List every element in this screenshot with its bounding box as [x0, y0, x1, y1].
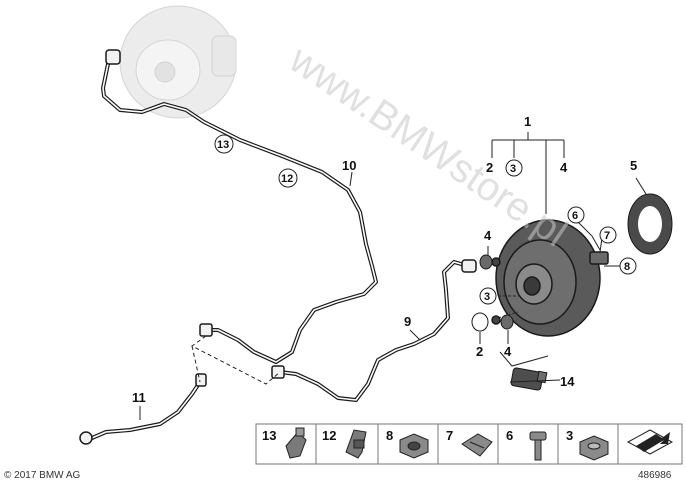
callout-6: 6: [572, 210, 578, 222]
callout-13-circle: [214, 134, 234, 154]
legend-item-3: 3: [566, 428, 573, 443]
nut-3-icon: [579, 435, 609, 461]
callout-4: 4: [560, 160, 568, 175]
callout-7: 7: [604, 230, 610, 242]
parts-legend: 13 12 8 7 6 3: [255, 423, 683, 465]
callout-8-circle: [619, 257, 637, 275]
leader-lines: [139, 132, 647, 420]
vacuum-hose-11: [90, 380, 202, 440]
callout-4-upper: 4: [484, 228, 492, 243]
nut-8-icon: [399, 433, 429, 459]
callout-3-lower: 3: [484, 291, 490, 303]
vacuum-hose-9-inner: [279, 261, 469, 401]
nut-4-lower: [500, 314, 514, 330]
callout-3: 3: [510, 163, 516, 175]
callout-3-circle: [505, 159, 523, 177]
callout-3b-circle: [479, 287, 497, 305]
legend-item-7: 7: [446, 428, 453, 443]
callout-9: 9: [404, 314, 411, 329]
callout-1: 1: [524, 114, 531, 129]
arrow-direction-icon: [626, 429, 674, 455]
ghost-booster-drawing: [119, 5, 237, 119]
callout-8: 8: [624, 261, 630, 273]
connection-dashes: [191, 335, 281, 385]
callout-12-circle: [278, 168, 298, 188]
watermark: www.BMWstore.pl: [281, 37, 575, 255]
callout-2-lower: 2: [476, 344, 483, 359]
callout-2: 2: [486, 160, 493, 175]
clip-13-icon: [285, 427, 307, 459]
callout-13: 13: [217, 139, 229, 151]
callout-11: 11: [132, 390, 146, 405]
brake-booster: [491, 219, 609, 337]
clip-7-icon: [461, 433, 493, 457]
legend-item-6: 6: [506, 428, 513, 443]
vacuum-hose-10-inner: [102, 59, 377, 363]
hose-11-fittings: [79, 373, 207, 445]
callout-6-circle: [567, 206, 585, 224]
callout-14: 14: [560, 374, 575, 389]
legend-item-8: 8: [386, 428, 393, 443]
legend-item-12: 12: [322, 428, 336, 443]
gasket-5: [627, 193, 673, 255]
copyright: © 2017 BMW AG: [4, 470, 81, 481]
nut-4-upper: [479, 254, 493, 270]
part-14: [510, 367, 548, 391]
legend-item-13: 13: [262, 428, 276, 443]
diagram-id: 486986: [638, 470, 672, 481]
vacuum-hose-11-inner: [91, 381, 201, 439]
hose-9-fittings: [271, 259, 477, 379]
callout-7-circle: [599, 226, 617, 244]
clip-12-icon: [345, 429, 367, 459]
callout-12: 12: [281, 173, 293, 185]
callout-5: 5: [630, 158, 637, 173]
callout-10: 10: [342, 158, 356, 173]
o-ring-2: [471, 312, 489, 332]
callout-4-lower: 4: [504, 344, 512, 359]
bolt-6-icon: [529, 431, 547, 461]
